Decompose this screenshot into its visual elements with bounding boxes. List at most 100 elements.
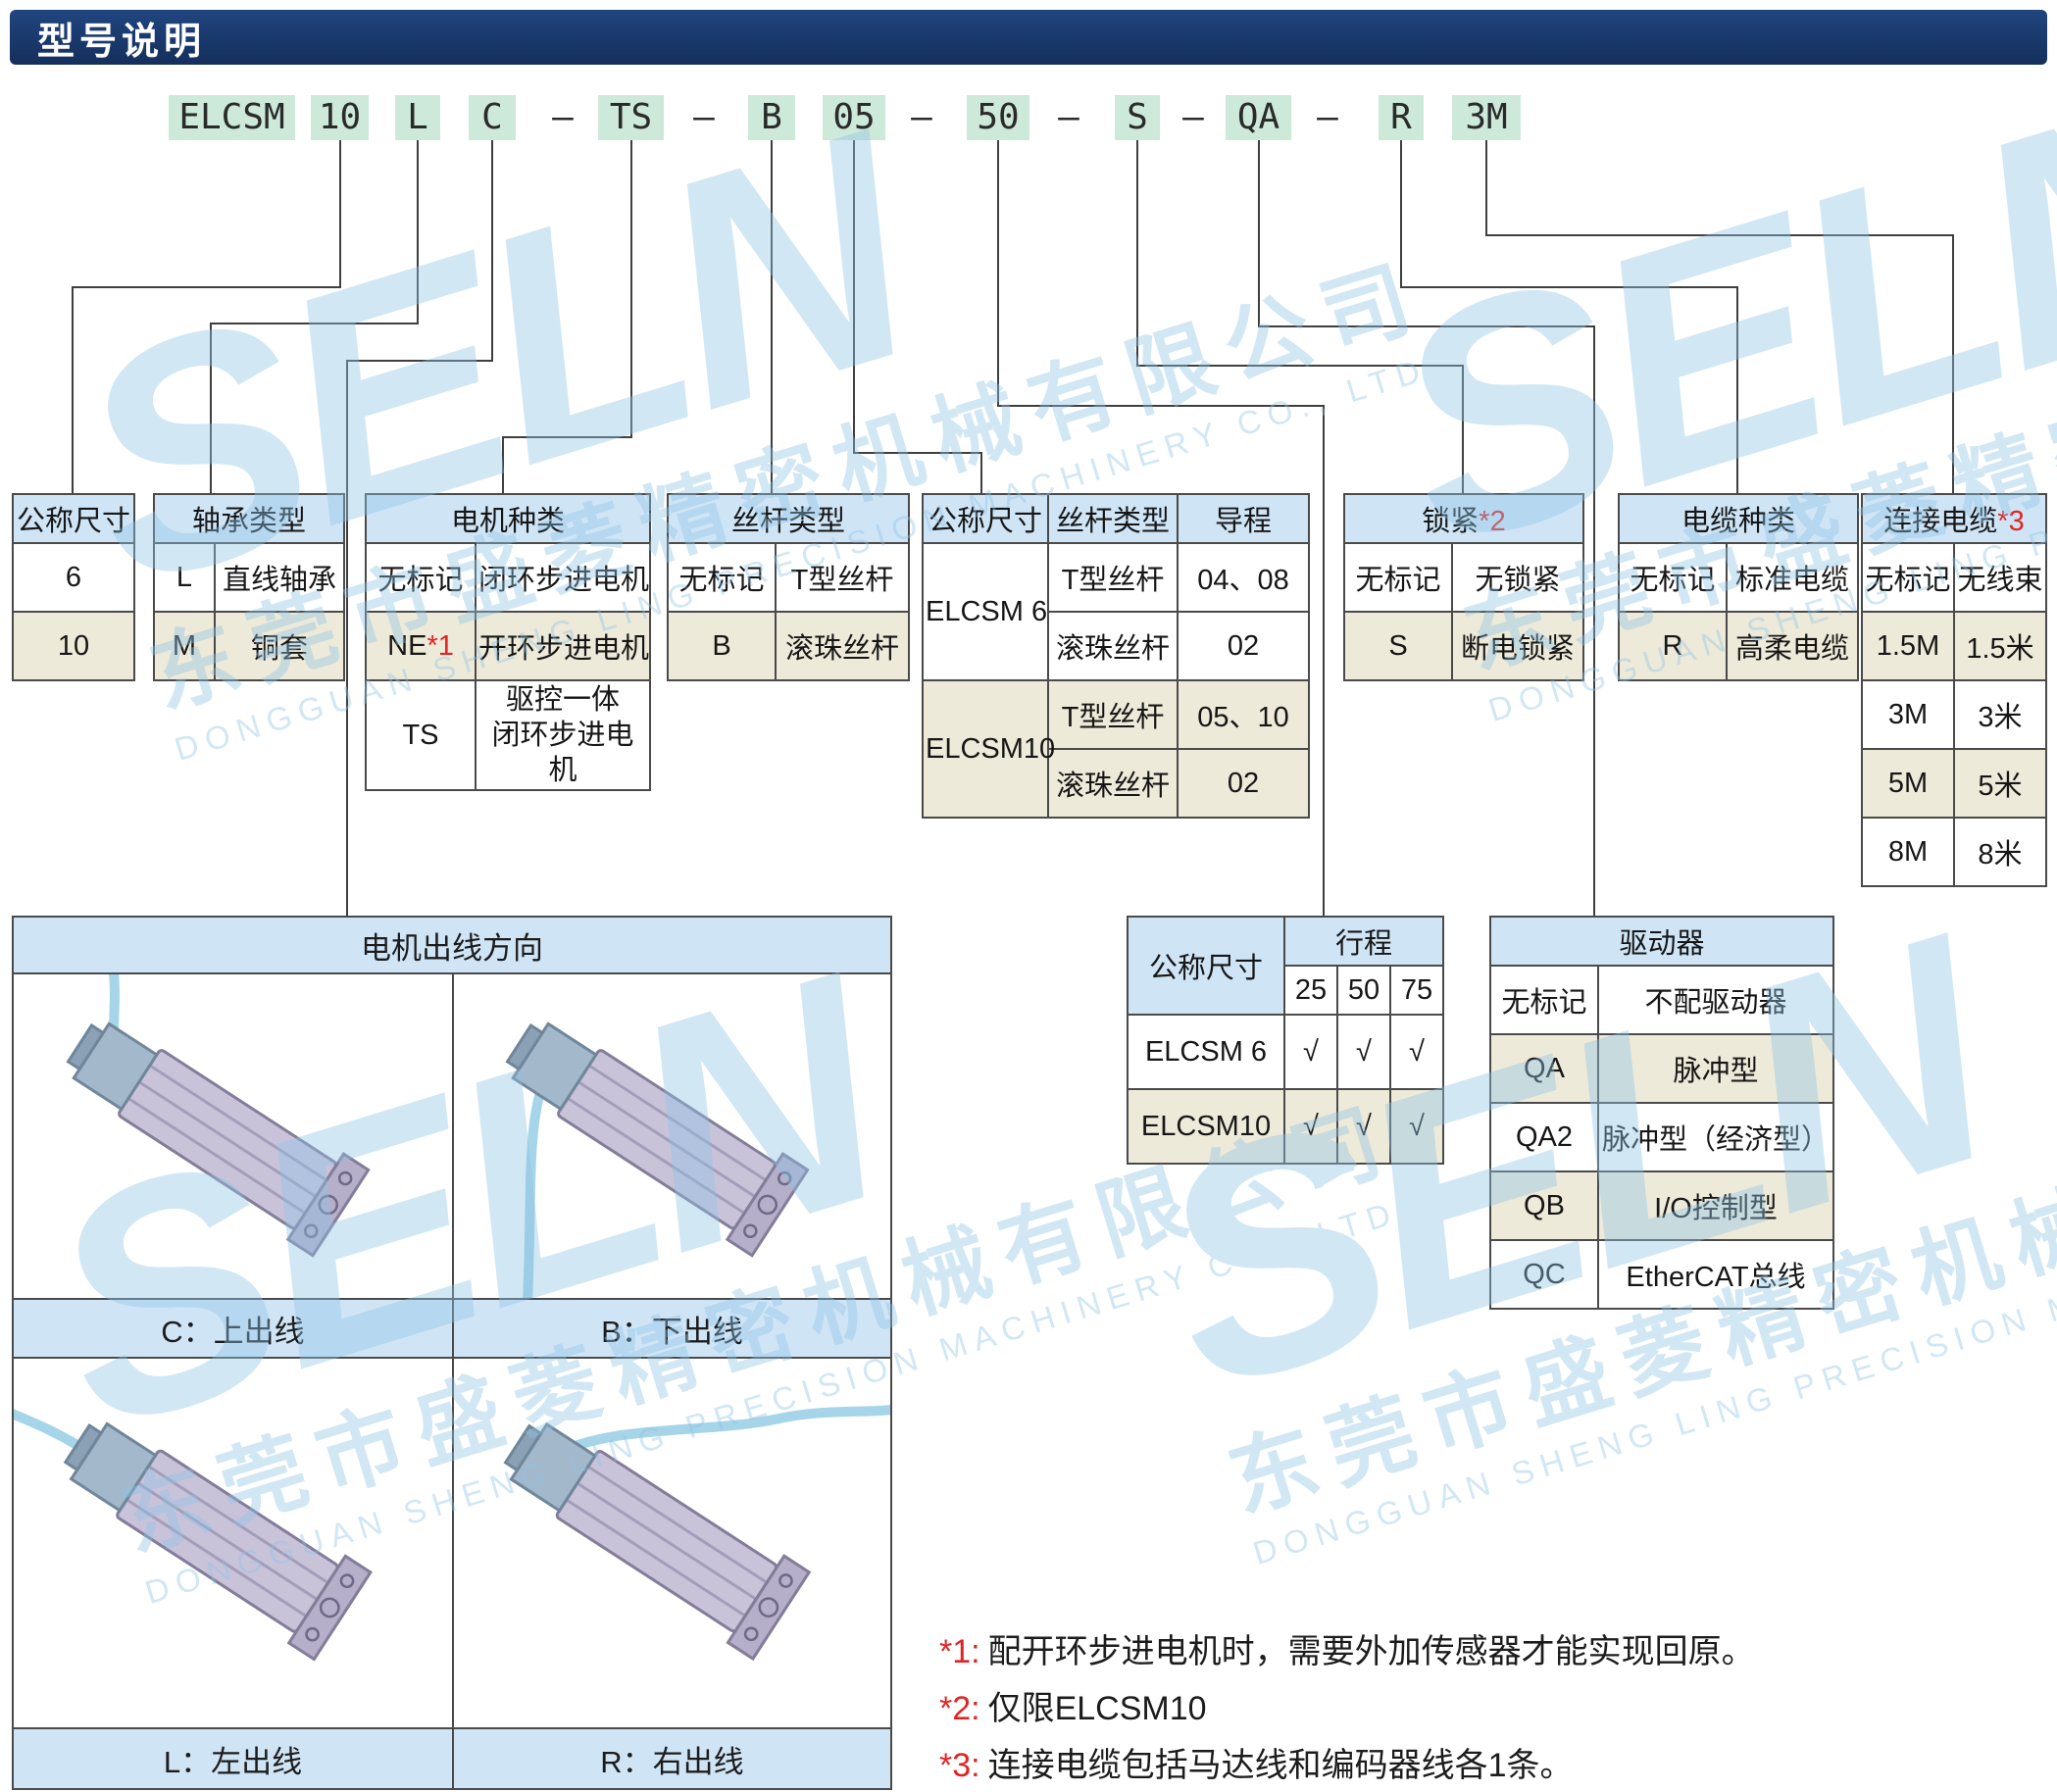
cell-screw: 滚珠丝杆 [1047, 611, 1179, 681]
cell-code: B [667, 611, 777, 681]
cell-label: EtherCAT总线 [1596, 1239, 1835, 1310]
footnotes: *1:配开环步进电机时，需要外加传感器才能实现回原。 *2:仅限ELCSM10 … [939, 1623, 1755, 1792]
cell-model: ELCSM10 [1127, 1088, 1285, 1165]
table-header-text: 锁紧 [1422, 506, 1480, 537]
footnote-3: *3:连接电缆包括马达线和编码器线各1条。 [939, 1737, 1755, 1792]
cell-code: 无标记 [667, 542, 777, 613]
cell-label: 高柔电缆 [1725, 611, 1860, 681]
cell-screw: 滚珠丝杆 [1047, 748, 1179, 819]
table-header-screw: 丝杆类型 [1047, 493, 1179, 544]
code-segment-lock: S [1115, 95, 1160, 140]
cell-code: 无标记 [1343, 542, 1453, 613]
connection-cable-table: 连接电缆*3 无标记 无线束 1.5M 1.5米 3M 3米 5M 5米 8M … [1861, 493, 2047, 887]
cell-model: ELCSM 6 [1127, 1014, 1285, 1090]
check-cell: √ [1336, 1088, 1391, 1165]
cell-label: 无线束 [1953, 542, 2047, 613]
check-cell: √ [1283, 1088, 1338, 1165]
code-dash: – [552, 97, 574, 137]
code-dash: – [1317, 97, 1338, 137]
cell-label: 1.5米 [1953, 611, 2047, 681]
check-cell: √ [1336, 1014, 1391, 1090]
code-dash: – [1182, 97, 1204, 137]
column-header: 75 [1388, 965, 1445, 1016]
code-dash: – [693, 97, 715, 137]
cell-label: 8米 [1953, 817, 2047, 887]
bearing-type-table: 轴承类型 L 直线轴承 M 铜套 [152, 493, 346, 681]
table-header: 轴承类型 [152, 493, 346, 544]
cell-label: 3米 [1953, 679, 2047, 750]
table-header: 电机种类 [364, 493, 652, 544]
cell-label: 脉冲型（经济型） [1596, 1102, 1835, 1172]
table-header: 公称尺寸 [12, 493, 135, 544]
actuator-image-left [14, 1359, 452, 1727]
cell-lead: 02 [1177, 611, 1310, 681]
footnote-3-text: 连接电缆包括马达线和编码器线各1条。 [987, 1747, 1574, 1784]
code-segment-series: ELCSM [169, 95, 295, 140]
footnote-ref-3: *3 [1997, 506, 2025, 537]
actuator-illustration-right-icon [503, 1405, 890, 1662]
cell-label: 无锁紧 [1451, 542, 1584, 613]
table-header: 连接电缆*3 [1861, 493, 2047, 544]
code-segment-bearing: L [395, 95, 440, 140]
table-header: 驱动器 [1488, 916, 1835, 967]
cell-label: 滚珠丝杆 [774, 611, 911, 681]
table-header: 丝杆类型 [666, 493, 911, 544]
cell-screw: T型丝杆 [1047, 679, 1179, 750]
cell-code: 5M [1861, 748, 1955, 819]
code-segment-cable-length: 3M [1452, 95, 1521, 140]
cell-label: 闭环步进电机 [474, 542, 652, 613]
cell-size-group: ELCSM10 [922, 679, 1055, 819]
footnote-2-text: 仅限ELCSM10 [987, 1690, 1207, 1727]
outlet-labels-top: C：上出线 B：下出线 [14, 1298, 890, 1359]
nominal-size-table: 公称尺寸 6 10 [12, 493, 135, 681]
footnote-1-marker: *1: [939, 1633, 980, 1670]
screw-type-table: 丝杆类型 无标记 T型丝杆 B 滚珠丝杆 [666, 493, 911, 681]
table-header-stroke: 行程 [1282, 916, 1445, 967]
cell-lead: 02 [1177, 748, 1310, 819]
footnote-2: *2:仅限ELCSM10 [939, 1680, 1755, 1737]
column-header: 50 [1336, 965, 1391, 1016]
cable-kind-table: 电缆种类 无标记 标准电缆 R 高柔电缆 [1617, 493, 1860, 681]
page-title: 型号说明 [37, 21, 207, 63]
cell-size-group: ELCSM 6 [922, 542, 1049, 681]
cell-code: 3M [1861, 679, 1955, 750]
cell-code: L [153, 542, 216, 613]
actuator-image-down [452, 974, 890, 1298]
footnote-2-marker: *2: [939, 1690, 980, 1727]
check-cell: √ [1388, 1014, 1445, 1090]
cell-code: 1.5M [1861, 611, 1955, 681]
outlet-images-bottom [14, 1359, 890, 1727]
motor-type-table: 电机种类 无标记 闭环步进电机 NE*1 开环步进电机 TS 驱控一体 闭环步进… [364, 493, 652, 791]
actuator-illustration-up-icon [66, 974, 371, 1258]
cell-label: 标准电缆 [1725, 542, 1860, 613]
cell-lead: 04、08 [1177, 542, 1310, 613]
check-cell: √ [1388, 1088, 1445, 1165]
cell-code: 8M [1861, 817, 1955, 887]
table-header-size: 公称尺寸 [1127, 916, 1285, 1016]
panel-header: 电机出线方向 [14, 918, 890, 974]
code-dash: – [1058, 97, 1079, 137]
cell-code: M [153, 611, 216, 681]
code-dash: – [911, 97, 932, 137]
cell-label: 直线轴承 [213, 542, 346, 613]
cell-code: 无标记 [365, 542, 477, 613]
footnote-1: *1:配开环步进电机时，需要外加传感器才能实现回原。 [939, 1623, 1755, 1680]
code-segment-size: 10 [311, 95, 369, 140]
cell-label: 铜套 [213, 611, 346, 681]
code-segment-driver: QA [1226, 95, 1291, 140]
cell-lead: 05、10 [1177, 679, 1310, 750]
cell-code: TS [365, 679, 477, 791]
stroke-table: 公称尺寸 行程 25 50 75 ELCSM 6 √ √ √ ELCSM10 √… [1127, 916, 1445, 1165]
cell-code: NE*1 [365, 611, 477, 681]
cell-code: S [1343, 611, 1453, 681]
table-header-text: 连接电缆 [1883, 506, 1998, 537]
cell-label: 断电锁紧 [1451, 611, 1584, 681]
column-header: 25 [1283, 965, 1338, 1016]
cell-label: T型丝杆 [774, 542, 911, 613]
cell-label: 驱控一体 闭环步进电机 [474, 679, 652, 791]
cell-code: QA2 [1489, 1102, 1599, 1172]
cell-code: R [1618, 611, 1728, 681]
table-header-size: 公称尺寸 [922, 493, 1049, 544]
